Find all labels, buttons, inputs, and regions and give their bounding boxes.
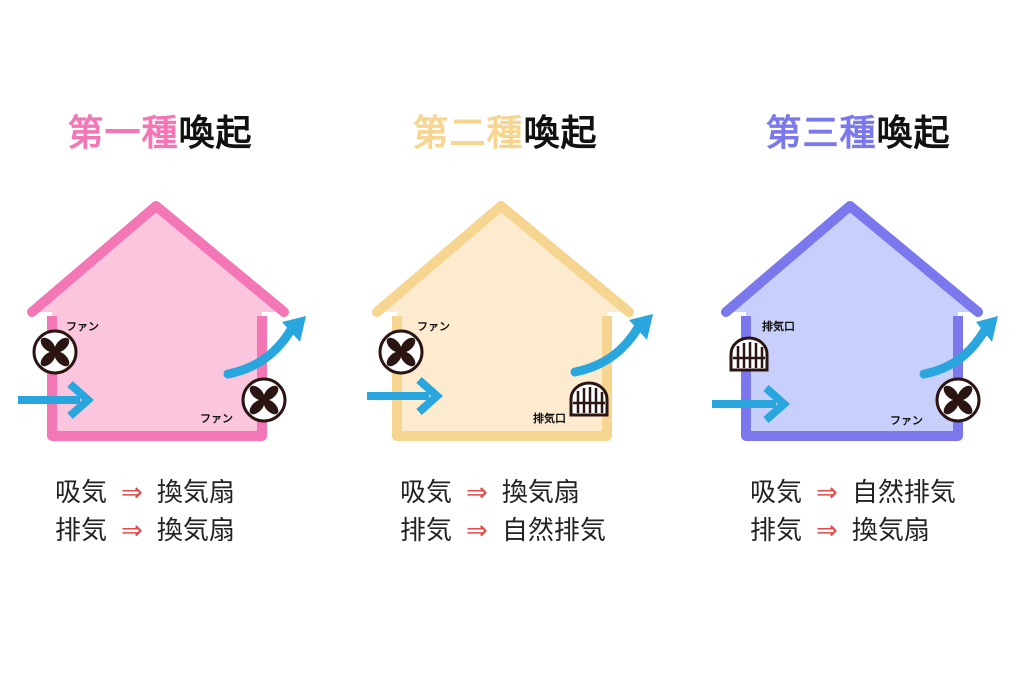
panel-title: 第一種喚起	[0, 104, 330, 156]
house-walls	[392, 316, 612, 441]
title-type: 第三種	[765, 113, 877, 154]
row-method: 換気扇	[501, 478, 580, 508]
fan-icon	[32, 329, 78, 375]
house-diagram: ファン 排気口	[367, 201, 653, 441]
row-term: 吸気	[750, 478, 803, 508]
house-fill	[379, 208, 625, 436]
house-diagram: ファン ファン	[18, 201, 306, 441]
house-roof	[27, 201, 289, 317]
description-row: 排気 ⇒ 換気扇	[750, 510, 930, 547]
intake-arrow	[18, 381, 95, 419]
title-suffix: 喚起	[178, 113, 253, 154]
panel-type1: 第一種喚起	[0, 0, 340, 683]
device-label-upper: ファン	[66, 320, 99, 333]
row-method: 自然排気	[851, 478, 956, 508]
house-diagram: 排気口 ファン	[712, 201, 998, 441]
device-label-upper: ファン	[417, 320, 450, 333]
title-type: 第一種	[67, 113, 179, 154]
fan-icon	[241, 377, 287, 423]
exhaust-arrow	[570, 314, 653, 377]
vent-grille-icon	[569, 381, 609, 417]
row-term: 吸気	[400, 478, 453, 508]
description-row: 排気 ⇒ 換気扇	[55, 510, 235, 547]
row-arrow-symbol: ⇒	[816, 478, 838, 508]
row-arrow-symbol: ⇒	[466, 516, 488, 546]
vent-grille-icon	[729, 336, 769, 372]
description-row: 吸気 ⇒ 自然排気	[750, 472, 956, 509]
row-method: 換気扇	[156, 478, 235, 508]
row-term: 排気	[750, 516, 803, 546]
row-method: 換気扇	[156, 516, 235, 546]
row-term: 吸気	[55, 478, 108, 508]
title-suffix: 喚起	[523, 113, 598, 154]
panel-title: 第二種喚起	[335, 104, 675, 156]
house-roof	[372, 201, 634, 317]
panel-type3: 第三種喚起	[692, 0, 1024, 683]
fan-icon	[378, 329, 424, 375]
house-walls	[741, 316, 963, 441]
intake-arrow	[367, 377, 444, 415]
row-term: 排気	[400, 516, 453, 546]
device-label-upper: 排気口	[762, 319, 795, 333]
fan-icon	[935, 377, 981, 423]
house-fill	[34, 208, 280, 436]
exhaust-arrow	[223, 316, 306, 379]
device-label-lower: ファン	[890, 414, 923, 427]
row-term: 排気	[55, 516, 108, 546]
title-suffix: 喚起	[876, 113, 951, 154]
description-row: 吸気 ⇒ 換気扇	[55, 472, 235, 509]
row-method: 自然排気	[501, 516, 606, 546]
panel-type2: 第二種喚起	[345, 0, 685, 683]
house-walls	[47, 316, 267, 441]
panel-title: 第三種喚起	[688, 104, 1024, 156]
exhaust-arrow	[919, 316, 998, 379]
device-label-lower: ファン	[200, 412, 233, 425]
title-type: 第二種	[412, 113, 524, 154]
description-row: 吸気 ⇒ 換気扇	[400, 472, 580, 509]
row-arrow-symbol: ⇒	[121, 478, 143, 508]
row-arrow-symbol: ⇒	[816, 516, 838, 546]
device-label-lower: 排気口	[533, 411, 566, 425]
row-arrow-symbol: ⇒	[121, 516, 143, 546]
house-roof	[721, 201, 983, 317]
row-arrow-symbol: ⇒	[466, 478, 488, 508]
row-method: 換気扇	[851, 516, 930, 546]
description-row: 排気 ⇒ 自然排気	[400, 510, 606, 547]
intake-arrow	[712, 385, 791, 423]
